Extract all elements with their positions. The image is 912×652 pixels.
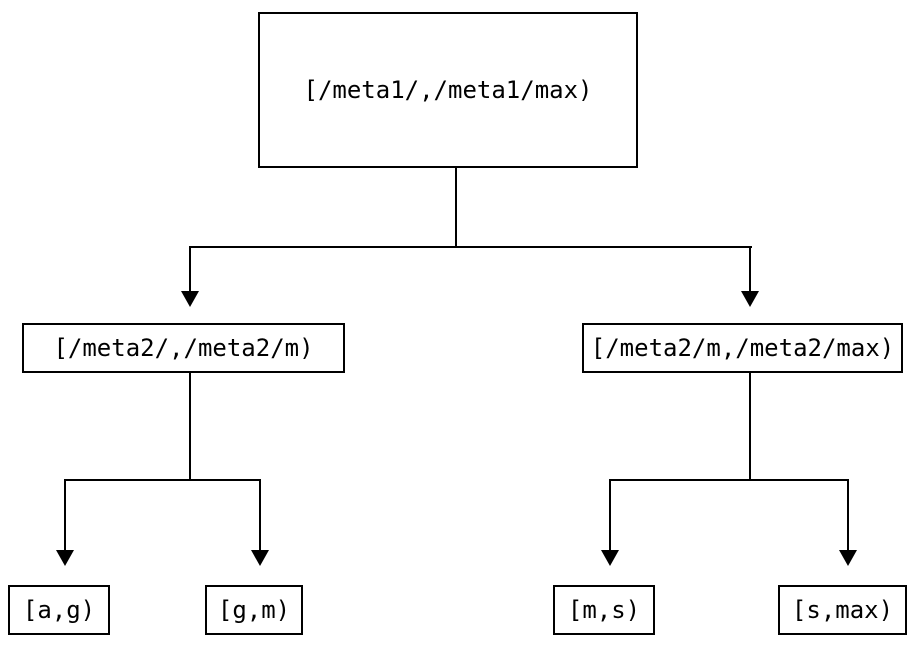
tree-node-meta2-upper: [/meta2/m,/meta2/max) xyxy=(582,323,903,373)
connector-right-to-leaf-ms xyxy=(609,479,611,551)
tree-node-meta2-lower: [/meta2/,/meta2/m) xyxy=(22,323,345,373)
tree-leaf-a-g-label: [a,g) xyxy=(22,596,96,624)
connector-root-to-left-child xyxy=(189,246,191,292)
tree-leaf-a-g: [a,g) xyxy=(8,585,110,635)
tree-node-root-label: [/meta1/,/meta1/max) xyxy=(303,76,593,104)
tree-leaf-g-m-label: [g,m) xyxy=(217,596,291,624)
connector-right-crossbar xyxy=(609,479,849,481)
tree-leaf-s-max-label: [s,max) xyxy=(791,596,894,624)
arrowhead-down-icon xyxy=(251,550,269,566)
tree-leaf-g-m: [g,m) xyxy=(205,585,303,635)
tree-node-root: [/meta1/,/meta1/max) xyxy=(258,12,638,168)
connector-left-to-leaf-gm xyxy=(259,479,261,551)
tree-node-meta2-lower-label: [/meta2/,/meta2/m) xyxy=(53,334,314,362)
arrowhead-down-icon xyxy=(56,550,74,566)
connector-left-crossbar xyxy=(64,479,261,481)
connector-right-stem xyxy=(749,373,751,480)
tree-node-meta2-upper-label: [/meta2/m,/meta2/max) xyxy=(590,334,895,362)
arrowhead-down-icon xyxy=(839,550,857,566)
tree-leaf-s-max: [s,max) xyxy=(778,585,907,635)
connector-left-stem xyxy=(189,373,191,480)
arrowhead-down-icon xyxy=(601,550,619,566)
arrowhead-down-icon xyxy=(741,291,759,307)
connector-root-stem xyxy=(455,168,457,248)
connector-root-to-right-child xyxy=(749,246,751,292)
tree-leaf-m-s-label: [m,s) xyxy=(567,596,641,624)
arrowhead-down-icon xyxy=(181,291,199,307)
tree-leaf-m-s: [m,s) xyxy=(553,585,655,635)
connector-root-crossbar xyxy=(189,246,752,248)
connector-right-to-leaf-smax xyxy=(847,479,849,551)
connector-left-to-leaf-ag xyxy=(64,479,66,551)
